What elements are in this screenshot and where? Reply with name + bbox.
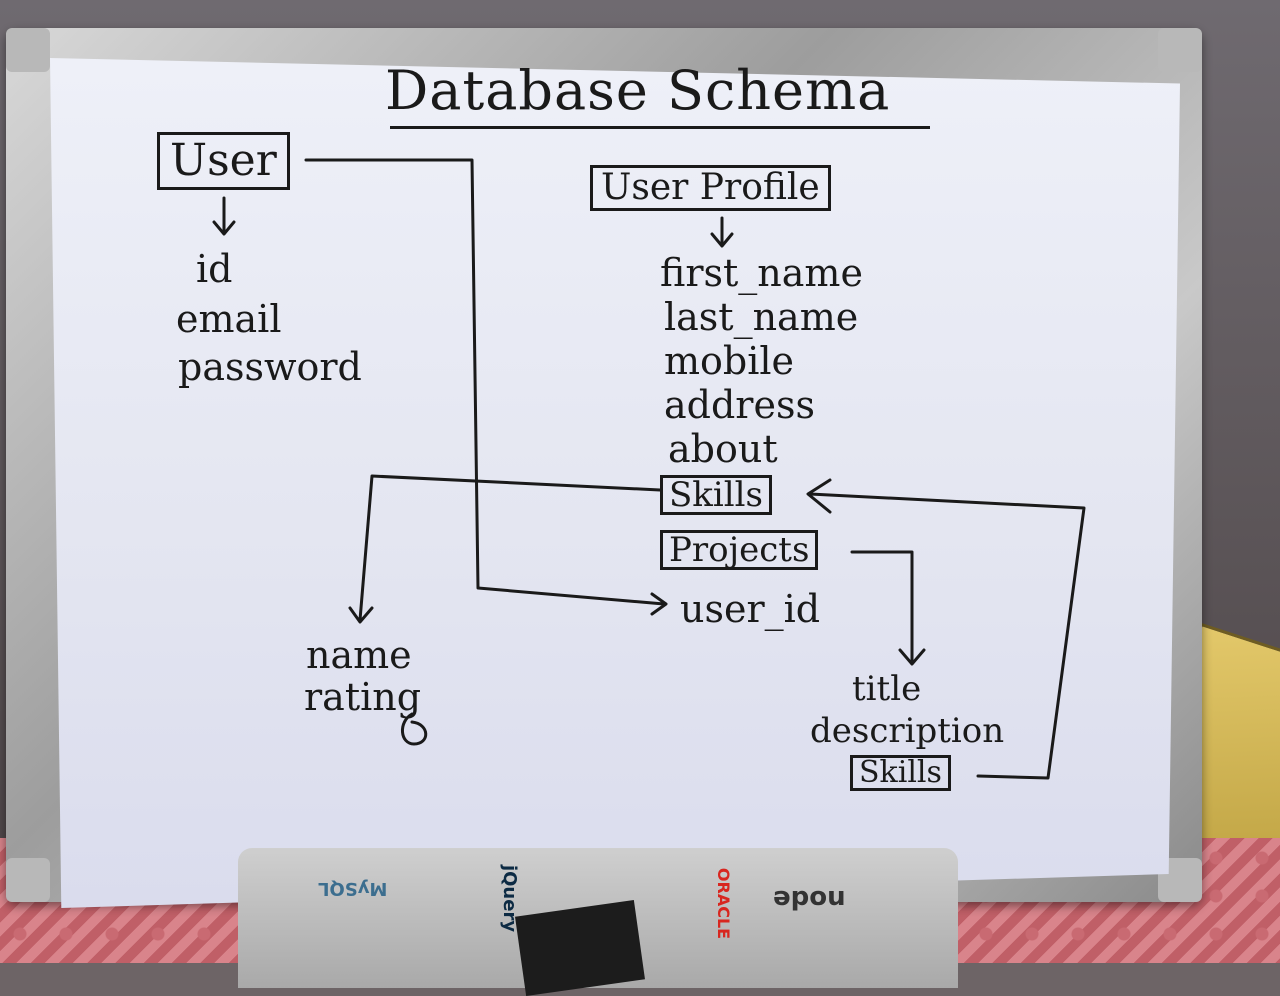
project-skills-to-skills-line xyxy=(806,478,1086,780)
projects-skills-box: Skills xyxy=(850,755,951,791)
projects-field-title: title xyxy=(852,669,922,709)
profile-field-user-id: user_id xyxy=(680,587,821,631)
frame-corner xyxy=(6,858,50,902)
user-field-email: email xyxy=(176,297,282,341)
laptop-lid: MySQL jQuery ORACLE node xyxy=(238,848,958,996)
board-title: Database Schema xyxy=(385,59,891,122)
user-to-userid-line xyxy=(304,158,668,616)
node-sticker: node xyxy=(773,884,846,914)
profile-field-first-name: first_name xyxy=(660,251,863,295)
user-field-id: id xyxy=(196,247,233,291)
profile-projects-box: Projects xyxy=(660,530,819,570)
frame-corner xyxy=(1158,28,1202,72)
whiteboard-surface xyxy=(50,58,1180,908)
connector-lines xyxy=(212,158,1086,780)
title-underline xyxy=(390,126,930,129)
projects-field-description: description xyxy=(810,711,1005,751)
profile-field-address: address xyxy=(664,383,815,427)
mysql-sticker: MySQL xyxy=(318,878,388,899)
user-arrow xyxy=(212,196,236,236)
profile-skills-box: Skills xyxy=(660,475,772,515)
jquery-sticker: jQuery xyxy=(499,864,521,933)
user-profile-table-label: User Profile xyxy=(590,165,831,211)
profile-arrow xyxy=(710,216,734,248)
profile-field-about: about xyxy=(668,427,778,471)
skills-field-rating: rating xyxy=(304,675,422,719)
frame-corner xyxy=(6,28,50,72)
projects-to-fields-line xyxy=(850,550,926,666)
skills-to-fields-line xyxy=(348,474,662,624)
profile-field-last-name: last_name xyxy=(664,295,859,339)
oracle-sticker: ORACLE xyxy=(714,867,734,940)
black-sticker xyxy=(515,900,645,996)
user-field-password: password xyxy=(178,345,362,389)
user-table-label: User xyxy=(157,132,290,190)
rating-loop xyxy=(401,712,428,746)
skills-field-name: name xyxy=(306,633,412,677)
whiteboard-frame xyxy=(6,28,1202,908)
profile-field-mobile: mobile xyxy=(664,339,795,383)
